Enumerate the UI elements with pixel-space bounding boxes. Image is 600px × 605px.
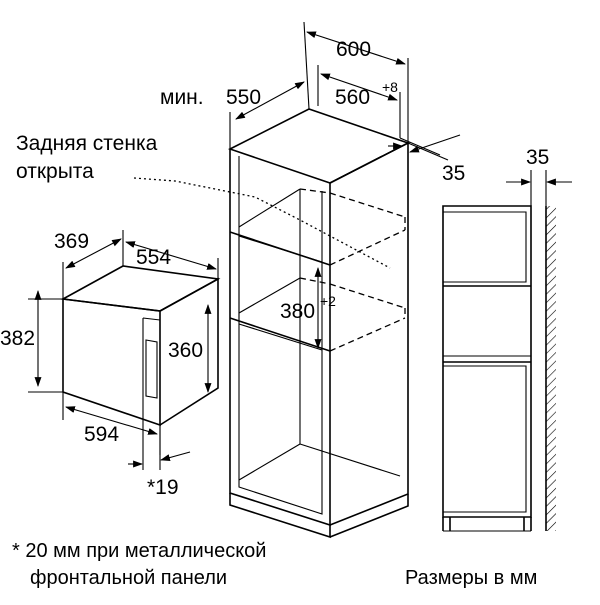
dim-oven-height: 382 — [0, 290, 63, 393]
dim-niche-height: 380 +2 — [280, 267, 336, 349]
rear-wall-note: Задняя стенка открыта — [16, 132, 391, 269]
dim-550-label: 550 — [226, 86, 261, 109]
dim-19-label: *19 — [147, 476, 179, 499]
tall-cabinet — [227, 108, 411, 539]
dim-35-side-label: 35 — [526, 146, 549, 169]
units-label: Размеры в мм — [405, 567, 537, 589]
dim-cabinet-width: 600 — [303, 21, 409, 143]
dim-35-rear-label: 35 — [442, 162, 465, 185]
dim-oven-inner-width: 554 — [125, 241, 219, 279]
rear-wall-line1: Задняя стенка — [16, 132, 158, 155]
dim-360-label: 360 — [168, 339, 203, 362]
footnote-line1: * 20 мм при металлической — [12, 540, 266, 562]
rear-wall-line2: открыта — [16, 160, 94, 183]
dim-554-label: 554 — [136, 246, 171, 269]
dim-380-tolerance: +2 — [320, 293, 336, 309]
dim-rear-gap: 35 — [388, 134, 465, 185]
dim-560-tolerance: +8 — [382, 79, 398, 95]
dim-niche-width: 560 +8 — [317, 65, 401, 138]
dim-side-gap: 35 — [506, 146, 572, 206]
dim-600-label: 600 — [336, 38, 371, 61]
side-view — [442, 205, 556, 532]
dim-594-label: 594 — [84, 423, 119, 446]
dim-min-prefix: мин. — [160, 86, 204, 109]
dim-min-depth: мин. 550 — [160, 81, 305, 149]
dim-oven-depth: 369 — [54, 230, 124, 299]
dim-382-label: 382 — [0, 327, 35, 350]
dim-380-label: 380 — [280, 300, 315, 323]
footnote-line2: фронтальной панели — [30, 567, 227, 589]
dim-560-label: 560 — [335, 86, 370, 109]
dim-front-panel: *19 — [128, 420, 191, 499]
dim-oven-inner-height: 360 — [168, 304, 212, 393]
dim-369-label: 369 — [54, 230, 89, 253]
dim-oven-width: 594 — [62, 392, 161, 455]
